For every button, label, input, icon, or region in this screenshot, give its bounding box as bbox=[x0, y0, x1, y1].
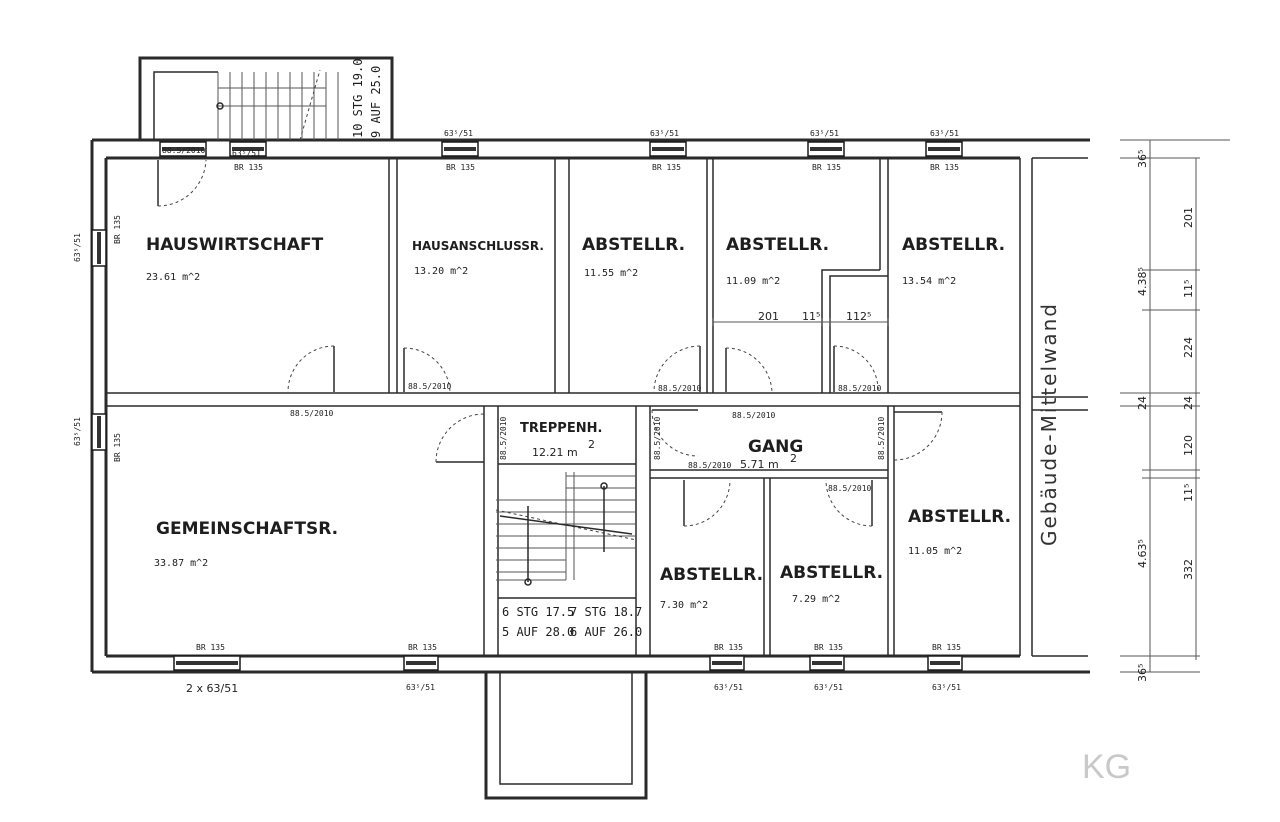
room-name-abstell-1: ABSTELLR. bbox=[582, 235, 685, 255]
label-br: BR 135 bbox=[714, 643, 743, 652]
label-br: BR 135 bbox=[113, 215, 122, 244]
label-door: 88.5/2010 bbox=[828, 484, 872, 493]
inner-dimension-line: 201 11⁵ 112⁵ bbox=[712, 310, 889, 326]
label-br: BR 135 bbox=[408, 643, 437, 652]
label-window: 63⁵/51 bbox=[73, 233, 82, 262]
room-area-sup-treppenhaus: 2 bbox=[588, 438, 595, 451]
dim-r-201: 201 bbox=[1182, 207, 1195, 228]
room-area-abstell-6: 11.05 m^2 bbox=[908, 546, 962, 557]
room-name-abstell-4: ABSTELLR. bbox=[660, 565, 763, 585]
room-area-abstell-5: 7.29 m^2 bbox=[792, 594, 840, 605]
dim-r-115a: 11⁵ bbox=[1182, 280, 1195, 298]
dim-r-24b: 24 bbox=[1182, 396, 1195, 410]
room-name-abstell-6: ABSTELLR. bbox=[908, 507, 1011, 527]
windows bbox=[91, 141, 963, 671]
label-br: BR 135 bbox=[113, 433, 122, 462]
stair-note-right-top: 7 STG 18.7 bbox=[570, 605, 642, 619]
stair-note-left-bottom: 5 AUF 28.0 bbox=[502, 625, 574, 639]
label-window: 63⁵/51 bbox=[930, 129, 959, 138]
dim-r-365-bottom: 36⁵ bbox=[1136, 664, 1149, 682]
stair-notes: 6 STG 17.5 7 STG 18.7 5 AUF 28.0 6 AUF 2… bbox=[502, 605, 642, 639]
label-br: BR 135 bbox=[196, 643, 225, 652]
dim-11-5: 11⁵ bbox=[802, 310, 820, 323]
room-area-hausanschluss: 13.20 m^2 bbox=[414, 266, 468, 277]
opening-labels: 88.5/2010 63⁵/51 BR 135 63⁵/51 BR 135 63… bbox=[73, 129, 961, 695]
room-area-treppenhaus: 12.21 m bbox=[532, 446, 578, 459]
room-name-gemeinschaft: GEMEINSCHAFTSR. bbox=[156, 519, 338, 539]
room-name-gang: GANG bbox=[748, 437, 803, 457]
label-door-top-left: 88.5/2010 bbox=[162, 146, 206, 155]
dim-112-5: 112⁵ bbox=[846, 310, 871, 323]
room-name-abstell-3: ABSTELLR. bbox=[902, 235, 1005, 255]
dim-r-463: 4.63⁵ bbox=[1136, 539, 1149, 568]
label-door: 88.5/2010 bbox=[658, 384, 702, 393]
label-window: 63⁵/51 bbox=[810, 129, 839, 138]
label-door: 88.5/2010 bbox=[653, 416, 662, 460]
label-window: 63⁵/51 bbox=[650, 129, 679, 138]
label-window: 63⁵/51 bbox=[714, 683, 743, 692]
label-window: 63⁵/51 bbox=[232, 149, 261, 158]
label-door: 88.5/2010 bbox=[290, 409, 334, 418]
label-br: BR 135 bbox=[234, 163, 263, 172]
right-dimension-chain: 36⁵ 201 4.38⁵ 11⁵ 224 24 24 120 11⁵ 4.63… bbox=[1120, 139, 1230, 682]
stair-note-left-top: 6 STG 17.5 bbox=[502, 605, 574, 619]
outer-walls bbox=[90, 56, 1090, 800]
label-br: BR 135 bbox=[812, 163, 841, 172]
room-area-abstell-4: 7.30 m^2 bbox=[660, 600, 708, 611]
dim-r-365-top: 36⁵ bbox=[1136, 150, 1149, 168]
dim-r-438: 4.38⁵ bbox=[1136, 267, 1149, 296]
label-br: BR 135 bbox=[652, 163, 681, 172]
room-labels: HAUSWIRTSCHAFT 23.61 m^2 HAUSANSCHLUSSR.… bbox=[146, 235, 1011, 611]
dim-201: 201 bbox=[758, 310, 779, 323]
dim-r-120: 120 bbox=[1182, 435, 1195, 456]
label-windows-2x: 2 x 63/51 bbox=[186, 682, 238, 695]
exterior-stair: 10 STG 19.0 9 AUF 25.0 bbox=[216, 59, 383, 141]
dim-r-332: 332 bbox=[1182, 559, 1195, 580]
room-name-abstell-2: ABSTELLR. bbox=[726, 235, 829, 255]
interior-stairs bbox=[495, 472, 637, 586]
room-area-abstell-3: 13.54 m^2 bbox=[902, 276, 956, 287]
doors bbox=[157, 159, 943, 527]
room-area-gang: 5.71 m bbox=[740, 458, 779, 471]
label-window: 63⁵/51 bbox=[444, 129, 473, 138]
label-door: 88.5/2010 bbox=[838, 384, 882, 393]
label-door: 88.5/2010 bbox=[877, 416, 886, 460]
label-br: BR 135 bbox=[930, 163, 959, 172]
stair-note-right-bottom: 6 AUF 26.0 bbox=[570, 625, 642, 639]
dim-r-224: 224 bbox=[1182, 337, 1195, 358]
room-name-treppenhaus: TREPPENH. bbox=[520, 421, 602, 436]
room-area-sup-gang: 2 bbox=[790, 452, 797, 465]
exterior-stair-note-1: 10 STG 19.0 bbox=[351, 59, 365, 138]
label-door: 88.5/2010 bbox=[499, 416, 508, 460]
room-name-hausanschluss: HAUSANSCHLUSSR. bbox=[412, 239, 544, 253]
room-area-abstell-1: 11.55 m^2 bbox=[584, 268, 638, 279]
label-window: 63⁵/51 bbox=[73, 417, 82, 446]
label-br: BR 135 bbox=[814, 643, 843, 652]
label-window: 63⁵/51 bbox=[814, 683, 843, 692]
label-door: 88.5/2010 bbox=[732, 411, 776, 420]
dim-r-115b: 11⁵ bbox=[1182, 484, 1195, 502]
room-name-hauswirtschaft: HAUSWIRTSCHAFT bbox=[146, 235, 324, 255]
label-door: 88.5/2010 bbox=[408, 382, 452, 391]
room-area-abstell-2: 11.09 m^2 bbox=[726, 276, 780, 287]
room-name-abstell-5: ABSTELLR. bbox=[780, 563, 883, 583]
dim-r-24a: 24 bbox=[1136, 396, 1149, 410]
room-area-hauswirtschaft: 23.61 m^2 bbox=[146, 272, 200, 283]
label-window: 63⁵/51 bbox=[406, 683, 435, 692]
room-area-gemeinschaft: 33.87 m^2 bbox=[154, 558, 208, 569]
kg-logo: KG bbox=[1082, 748, 1131, 786]
mittelwand-label: Gebäude-Mittelwand bbox=[1037, 302, 1061, 546]
label-door: 88.5/2010 bbox=[688, 461, 732, 470]
interior-walls bbox=[106, 158, 1020, 656]
label-window: 63⁵/51 bbox=[932, 683, 961, 692]
label-br: BR 135 bbox=[446, 163, 475, 172]
exterior-stair-note-2: 9 AUF 25.0 bbox=[369, 66, 383, 138]
label-br: BR 135 bbox=[932, 643, 961, 652]
